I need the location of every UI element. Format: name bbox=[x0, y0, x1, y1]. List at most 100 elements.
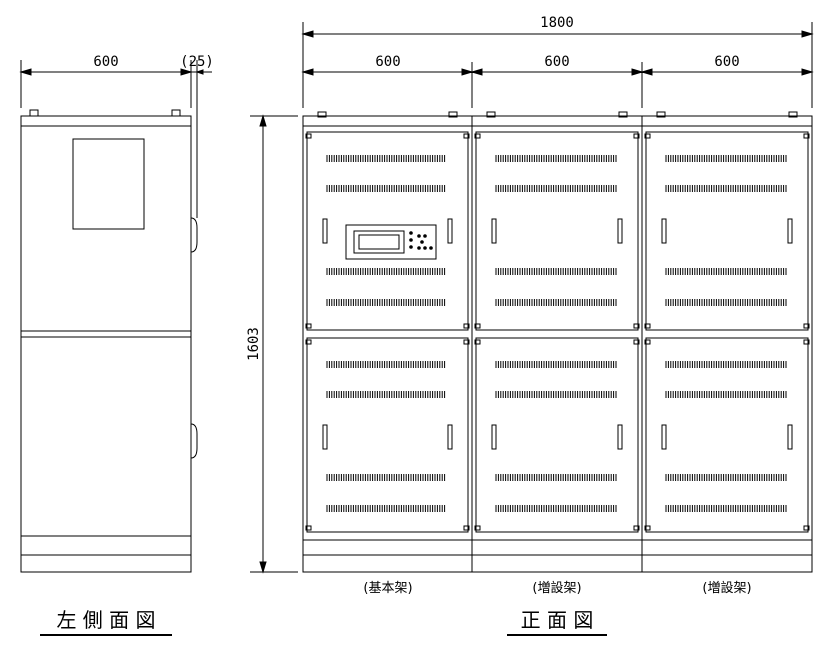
front-unit-2-door-upper-hinge-tl bbox=[474, 133, 481, 139]
front-unit-1-door-upper-hinge-bl bbox=[305, 323, 312, 329]
front-unit-1-door-lower-louver-row-4 bbox=[326, 505, 446, 512]
side-cabinet-outline bbox=[20, 115, 192, 573]
control-panel-button-9 bbox=[429, 246, 433, 250]
front-unit-2-door-upper-handle-right bbox=[617, 218, 623, 244]
front-unit-3-door-lower-louver-row-2 bbox=[665, 391, 787, 398]
side-handle-upper bbox=[190, 217, 198, 253]
front-unit-1-door-upper-louver-row-1 bbox=[326, 155, 446, 162]
side-label-window bbox=[72, 138, 145, 230]
control-panel-button-2 bbox=[409, 238, 413, 242]
control-panel-display bbox=[353, 230, 405, 254]
front-unit-3-door-upper-handle-left bbox=[661, 218, 667, 244]
front-unit-1-door-lower-louver-row-2 bbox=[326, 391, 446, 398]
unit-caption-3: (増設架) bbox=[702, 580, 751, 596]
front-unit-3-door-upper-hinge-tl bbox=[644, 133, 651, 139]
control-panel-button-4 bbox=[417, 234, 421, 238]
front-unit-2-door-upper bbox=[475, 131, 639, 331]
front-unit-1-door-upper bbox=[306, 131, 469, 331]
unit-caption-1: (基本架) bbox=[363, 581, 412, 596]
front-unit-2-door-upper-handle-left bbox=[491, 218, 497, 244]
unit-width-label-1: 600 bbox=[375, 54, 400, 70]
control-panel-button-5 bbox=[423, 234, 427, 238]
control-panel-button-6 bbox=[420, 240, 424, 244]
unit-width-label-3: 600 bbox=[714, 54, 739, 70]
front-unit-3-lug-left bbox=[656, 111, 666, 118]
front-unit-1-door-lower-hinge-tr bbox=[463, 339, 470, 345]
front-unit-2-door-lower-louver-row-1 bbox=[495, 361, 617, 368]
total-width-label: 1800 bbox=[540, 15, 574, 31]
control-panel-button-8 bbox=[423, 246, 427, 250]
front-unit-3-door-lower-hinge-br bbox=[803, 525, 810, 531]
front-unit-3-door-upper bbox=[645, 131, 809, 331]
front-unit-3-door-upper-louver-row-3 bbox=[665, 268, 787, 275]
front-unit-2-door-upper-louver-row-3 bbox=[495, 268, 617, 275]
unit-width-label-2: 600 bbox=[544, 54, 569, 70]
height-label: 1603 bbox=[246, 327, 262, 361]
control-panel-button-7 bbox=[417, 246, 421, 250]
front-unit-2-door-lower-louver-row-3 bbox=[495, 474, 617, 481]
side-depth-label: 600 bbox=[93, 54, 118, 70]
front-view-title: 正 面 図 bbox=[521, 608, 594, 632]
front-unit-1-door-lower-hinge-bl bbox=[305, 525, 312, 531]
front-unit-2-lug-right bbox=[618, 111, 628, 118]
front-unit-3-door-lower-louver-row-3 bbox=[665, 474, 787, 481]
left-side-view-title: 左 側 面 図 bbox=[56, 608, 155, 632]
front-unit-3-door-lower-hinge-tl bbox=[644, 339, 651, 345]
front-unit-3-door-lower-louver-row-4 bbox=[665, 505, 787, 512]
control-panel bbox=[345, 224, 437, 260]
front-unit-3-door-lower-handle-right bbox=[787, 424, 793, 450]
front-unit-2-door-upper-hinge-br bbox=[633, 323, 640, 329]
front-unit-2-door-lower-handle-left bbox=[491, 424, 497, 450]
front-unit-2-door-lower-hinge-br bbox=[633, 525, 640, 531]
front-unit-2-door-upper-louver-row-1 bbox=[495, 155, 617, 162]
control-panel-button-3 bbox=[409, 245, 413, 249]
front-unit-3-lug-right bbox=[788, 111, 798, 118]
front-unit-3-door-lower-hinge-bl bbox=[644, 525, 651, 531]
front-unit-3-door-upper-hinge-tr bbox=[803, 133, 810, 139]
front-unit-1-lug-left bbox=[317, 111, 327, 118]
front-unit-2-door-upper-hinge-tr bbox=[633, 133, 640, 139]
control-panel-button-1 bbox=[409, 231, 413, 235]
front-unit-3-door-lower-louver-row-1 bbox=[665, 361, 787, 368]
front-unit-2-door-lower-handle-right bbox=[617, 424, 623, 450]
unit-caption-2: (増設架) bbox=[532, 580, 581, 596]
front-unit-1-door-upper-hinge-tr bbox=[463, 133, 470, 139]
front-unit-3-door-lower-hinge-tr bbox=[803, 339, 810, 345]
front-view bbox=[302, 111, 813, 573]
control-panel-screen bbox=[358, 234, 400, 250]
side-lug-left bbox=[29, 109, 39, 117]
side-protrusion-label: (25) bbox=[180, 54, 214, 70]
front-unit-1-door-upper-louver-row-3 bbox=[326, 268, 446, 275]
front-unit-1-door-upper-handle-left bbox=[322, 218, 328, 244]
front-unit-1-door-upper-hinge-br bbox=[463, 323, 470, 329]
front-unit-1-door-lower-hinge-tl bbox=[305, 339, 312, 345]
front-unit-2-outline bbox=[471, 115, 643, 573]
front-unit-3-door-upper-louver-row-2 bbox=[665, 185, 787, 192]
side-handle-lower bbox=[190, 423, 198, 459]
front-unit-3-door-upper-louver-row-4 bbox=[665, 299, 787, 306]
front-unit-3-door-upper-hinge-br bbox=[803, 323, 810, 329]
front-dimensions bbox=[250, 22, 814, 574]
front-unit-1-door-lower-hinge-br bbox=[463, 525, 470, 531]
side-lug-right bbox=[171, 109, 181, 117]
front-unit-1-door-lower-louver-row-1 bbox=[326, 361, 446, 368]
front-unit-2-door-lower-hinge-tr bbox=[633, 339, 640, 345]
front-unit-2-lug-left bbox=[486, 111, 496, 118]
front-unit-2-door-upper-hinge-bl bbox=[474, 323, 481, 329]
front-unit-2-door-upper-louver-row-4 bbox=[495, 299, 617, 306]
front-unit-1-door-upper-louver-row-2 bbox=[326, 185, 446, 192]
front-unit-1-door-lower-handle-right bbox=[447, 424, 453, 450]
front-unit-1-lug-right bbox=[448, 111, 458, 118]
front-unit-1-door-upper-handle-right bbox=[447, 218, 453, 244]
front-unit-1-door-lower-handle-left bbox=[322, 424, 328, 450]
front-unit-1-outline bbox=[302, 115, 473, 573]
front-unit-2-door-upper-louver-row-2 bbox=[495, 185, 617, 192]
front-unit-3-door-upper-handle-right bbox=[787, 218, 793, 244]
front-unit-1-door-lower-louver-row-3 bbox=[326, 474, 446, 481]
left-side-view bbox=[19, 60, 212, 573]
front-unit-3-door-upper-louver-row-1 bbox=[665, 155, 787, 162]
front-unit-1-door-lower bbox=[306, 337, 469, 533]
front-unit-2-door-lower-louver-row-4 bbox=[495, 505, 617, 512]
front-unit-2-door-lower-louver-row-2 bbox=[495, 391, 617, 398]
